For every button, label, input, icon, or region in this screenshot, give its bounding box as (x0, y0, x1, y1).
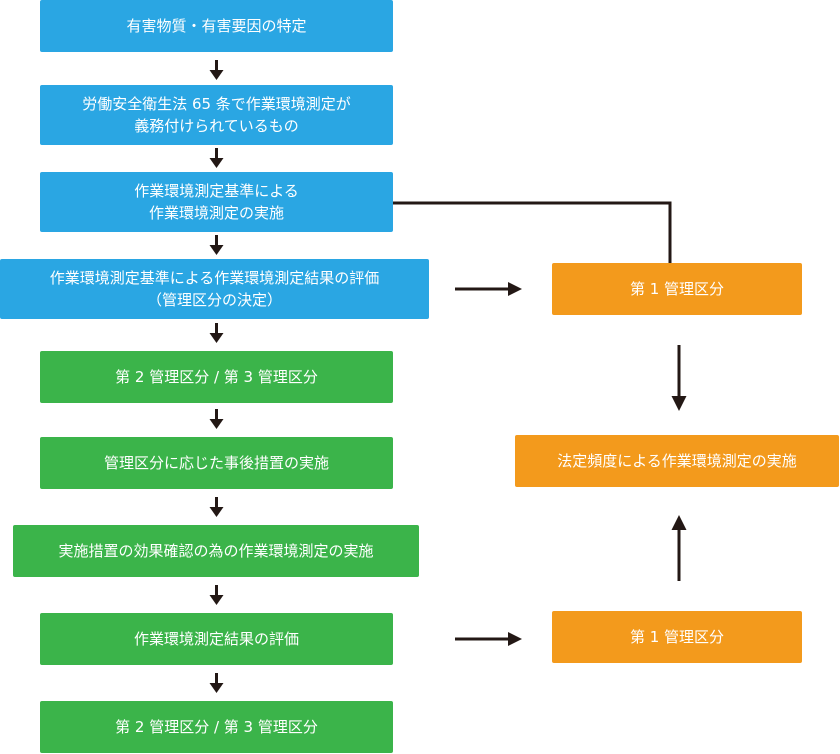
step-standard-measurement-line1: 作業環境測定基準による (134, 182, 299, 200)
step-evaluation-classification: 作業環境測定基準による作業環境測定結果の評価 （管理区分の決定） (0, 259, 429, 319)
step-legal-obligation-line1: 労働安全衛生法 65 条で作業環境測定が (82, 95, 351, 113)
arrow-right-top (455, 282, 522, 296)
statutory-measurement-label: 法定頻度による作業環境測定の実施 (557, 452, 797, 470)
step-class-2-3-first-label: 第 2 管理区分 / 第 3 管理区分 (115, 368, 318, 386)
arrow-down-3 (209, 235, 224, 255)
arrow-down-6 (209, 497, 224, 517)
class-1-bottom-label: 第 1 管理区分 (629, 628, 725, 646)
step-evaluation-classification-line2: （管理区分の決定） (146, 291, 282, 309)
step-follow-up-measures-label: 管理区分に応じた事後措置の実施 (103, 454, 329, 472)
step-result-evaluation: 作業環境測定結果の評価 (40, 613, 393, 665)
step-class-2-3-second: 第 2 管理区分 / 第 3 管理区分 (40, 701, 393, 753)
step-hazard-identification: 有害物質・有害要因の特定 (40, 0, 393, 52)
arrow-down-2 (209, 148, 224, 168)
step-hazard-identification-label: 有害物質・有害要因の特定 (126, 17, 307, 35)
step-class-2-3-first: 第 2 管理区分 / 第 3 管理区分 (40, 351, 393, 403)
arrow-up-right-column (671, 515, 687, 581)
class-1-top-label: 第 1 管理区分 (629, 280, 725, 298)
step-evaluation-classification-line1: 作業環境測定基準による作業環境測定結果の評価 (49, 269, 380, 287)
statutory-measurement: 法定頻度による作業環境測定の実施 (515, 435, 839, 487)
arrow-down-7 (209, 585, 224, 605)
step-legal-obligation-line2: 義務付けられているもの (134, 117, 299, 135)
class-1-top: 第 1 管理区分 (552, 263, 802, 315)
step-class-2-3-second-label: 第 2 管理区分 / 第 3 管理区分 (115, 718, 318, 736)
step-legal-obligation: 労働安全衛生法 65 条で作業環境測定が 義務付けられているもの (40, 85, 393, 145)
arrow-down-4 (209, 323, 224, 343)
step-result-evaluation-label: 作業環境測定結果の評価 (133, 630, 299, 648)
class-1-bottom: 第 1 管理区分 (552, 611, 802, 663)
arrow-down-1 (209, 60, 224, 80)
step-standard-measurement: 作業環境測定基準による 作業環境測定の実施 (40, 172, 393, 232)
step-effect-confirmation: 実施措置の効果確認の為の作業環境測定の実施 (13, 525, 419, 577)
step-follow-up-measures: 管理区分に応じた事後措置の実施 (40, 437, 393, 489)
elbow-connector (393, 201, 672, 263)
arrow-down-5 (209, 409, 224, 429)
arrow-right-bottom (455, 632, 522, 646)
arrow-down-8 (209, 673, 224, 693)
arrow-down-right-column (671, 345, 687, 411)
step-standard-measurement-line2: 作業環境測定の実施 (148, 204, 284, 222)
step-effect-confirmation-label: 実施措置の効果確認の為の作業環境測定の実施 (58, 542, 374, 560)
